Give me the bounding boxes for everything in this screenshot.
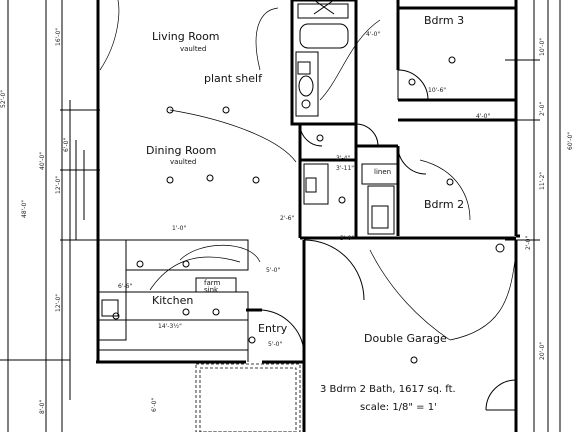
dim-overall-left: 52'-0" [0, 90, 7, 108]
bathroom-block [290, 0, 358, 126]
title-line-2: scale: 1/8" = 1' [360, 402, 437, 413]
dim-bath-4: 4'-0" [366, 31, 380, 38]
dim-left-12a: 12'-0" [55, 176, 62, 194]
dim-hall-3b: 3'-11" [336, 165, 354, 172]
bdrm2-label: Bdrm 2 [424, 198, 464, 211]
dim-kitchen-6: 6'-6" [118, 283, 132, 290]
dim-hall-3: 3'-4" [336, 155, 350, 162]
kitchen-counters [97, 239, 249, 362]
kitchen-label: Kitchen [152, 294, 193, 307]
dim-right-60: 60'-0" [567, 132, 574, 150]
dim-bdrm3-width: 10'-6" [428, 87, 446, 94]
dim-right-10: 10'-0" [539, 38, 546, 56]
dim-post-1: 1'-0" [172, 225, 186, 232]
dim-door-3: 3'-0" [340, 235, 354, 242]
entry-label: Entry [258, 322, 288, 335]
exterior-walls [96, 0, 520, 432]
living-room-vaulted: vaulted [180, 45, 206, 53]
door-swings [261, 69, 517, 411]
dim-right-20: 20'-0" [539, 342, 546, 360]
dim-closet-4: 4'-0" [476, 113, 490, 120]
dim-entry-5: 5'-0" [268, 341, 282, 348]
right-dimension-lines [505, 0, 561, 432]
dim-kitchen-5: 5'-0" [266, 267, 280, 274]
wiring [99, 0, 516, 341]
left-dimension-lines [0, 0, 100, 432]
living-room-label: Living Room [152, 30, 220, 43]
dim-left-48: 48'-0" [21, 200, 28, 218]
dim-left-6: 6'-0" [63, 138, 70, 152]
dim-left-8: 8'-0" [39, 400, 46, 414]
dim-left-16: 16'-0" [55, 28, 62, 46]
title-line-1: 3 Bdrm 2 Bath, 1617 sq. ft. [320, 384, 456, 395]
entry-porch [195, 308, 304, 432]
dim-entry-6: 6'-0" [151, 398, 158, 412]
dim-left-40: 40'-0" [39, 152, 46, 170]
garage-label: Double Garage [364, 332, 447, 345]
dim-left-12b: 12'-0" [55, 294, 62, 312]
dining-room-vaulted: vaulted [170, 158, 196, 166]
dim-right-11: 11'-2" [539, 172, 546, 190]
dim-kitchen-14: 14'-3½" [158, 323, 182, 330]
farm-sink-label: farm [204, 279, 221, 287]
farm-sink-label-2: sink [204, 286, 219, 294]
plant-shelf-label: plant shelf [204, 72, 263, 85]
dim-right-2b: 2'-0" [525, 236, 532, 250]
light-fixtures [112, 56, 505, 364]
dining-room-label: Dining Room [146, 144, 216, 157]
linen-label: linen [374, 168, 391, 176]
hall-walls [298, 124, 399, 238]
dim-door-2: 2'-6" [280, 215, 294, 222]
bdrm3-label: Bdrm 3 [424, 14, 464, 27]
dim-right-2a: 2'-0" [539, 102, 546, 116]
